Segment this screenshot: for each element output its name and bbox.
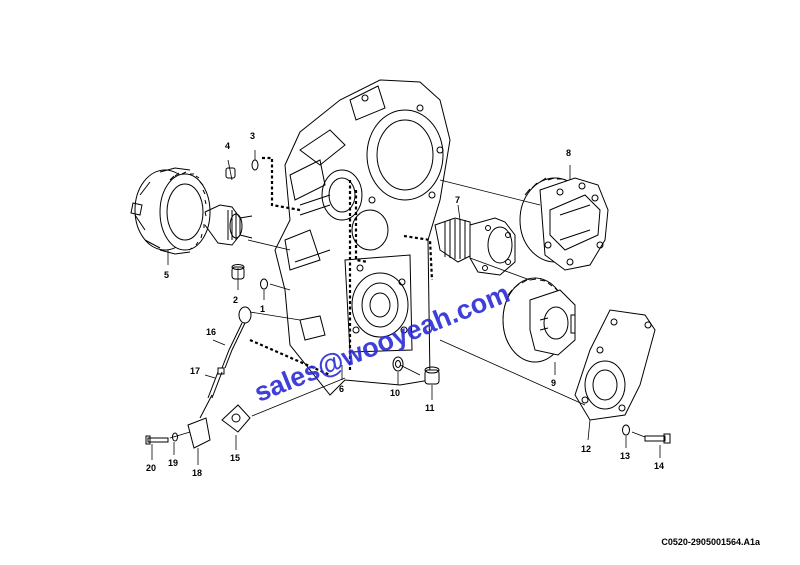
part-18-bracket [187, 394, 213, 449]
callout-labels: 1 2 3 4 5 6 7 8 9 10 11 12 13 14 15 16 1… [146, 131, 664, 478]
callout-11: 11 [425, 403, 435, 413]
part-20-bolt [145, 435, 169, 445]
callout-9: 9 [551, 378, 556, 388]
dashed-assembly-lines [249, 156, 434, 377]
transfer-case-housing [274, 79, 451, 396]
part-1-washer [260, 278, 268, 290]
part-5-input-gear-assembly [130, 167, 253, 255]
part-15-gasket [221, 404, 251, 433]
callout-7: 7 [455, 195, 460, 205]
part-12-cover-plate [574, 309, 656, 421]
callout-17: 17 [190, 366, 200, 376]
callout-10: 10 [390, 388, 400, 398]
callout-12: 12 [581, 444, 591, 454]
part-17-tube [207, 367, 225, 399]
callout-19: 19 [168, 458, 178, 468]
callout-15: 15 [230, 453, 240, 463]
reference-code: C0520-2905001564.A1a [661, 537, 760, 547]
callout-13: 13 [620, 451, 630, 461]
part-14-bolt [644, 433, 671, 444]
callout-18: 18 [192, 468, 202, 478]
callout-20: 20 [146, 463, 156, 473]
part-16-dipstick [221, 306, 252, 369]
part-8-gear-cover-assembly [519, 177, 609, 271]
callout-8: 8 [566, 148, 571, 158]
part-11-plug [424, 366, 440, 385]
callout-16: 16 [206, 327, 216, 337]
part-10-washer [392, 356, 404, 372]
part-9-lower-gear [502, 277, 576, 363]
callout-14: 14 [654, 461, 664, 471]
callout-6: 6 [339, 384, 344, 394]
callout-2: 2 [233, 295, 238, 305]
part-13-washer [622, 424, 630, 436]
leader-lines [151, 150, 661, 465]
callout-3: 3 [250, 131, 255, 141]
callout-1: 1 [260, 304, 265, 314]
part-3-washer [251, 159, 259, 171]
callout-5: 5 [164, 270, 169, 280]
part-7-output-shaft [434, 217, 516, 276]
callout-4: 4 [225, 141, 230, 151]
